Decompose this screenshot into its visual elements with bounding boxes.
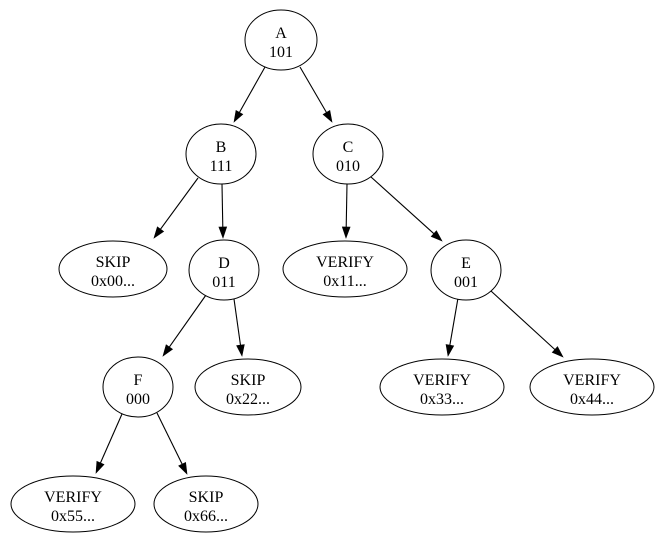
node-label-secondary: 010: [336, 158, 360, 175]
node-verify44[interactable]: VERIFY 0x44...: [529, 358, 655, 416]
node-c[interactable]: C 010: [312, 123, 384, 185]
arrow-head-icon: [236, 344, 245, 357]
node-d[interactable]: D 011: [188, 239, 260, 301]
node-verify55[interactable]: VERIFY 0x55...: [10, 475, 136, 533]
edges-layer: [95, 66, 564, 475]
edge-e-to-verify33: [445, 297, 459, 357]
node-verify33[interactable]: VERIFY 0x33...: [379, 358, 505, 416]
arrow-head-icon: [430, 230, 443, 242]
edge-line: [98, 413, 123, 466]
node-label-secondary: 0x22...: [226, 391, 270, 408]
node-label-primary: C: [343, 139, 354, 156]
arrow-head-icon: [95, 460, 105, 474]
node-skip22[interactable]: SKIP 0x22...: [194, 358, 302, 416]
node-e[interactable]: E 001: [430, 239, 502, 301]
node-label-secondary: 001: [454, 274, 478, 291]
node-a[interactable]: A 101: [244, 9, 318, 71]
node-label-secondary: 101: [269, 44, 293, 61]
arrow-head-icon: [233, 110, 244, 123]
node-verify11[interactable]: VERIFY 0x11...: [282, 240, 408, 298]
edge-b-to-skip00: [153, 177, 199, 239]
node-label-secondary: 0x00...: [91, 273, 135, 290]
edge-line: [299, 66, 329, 115]
node-skip66[interactable]: SKIP 0x66...: [153, 475, 259, 533]
edge-e-to-verify44: [490, 290, 564, 358]
edge-line: [167, 294, 207, 350]
node-label-primary: E: [461, 255, 471, 272]
node-label-primary: VERIFY: [44, 489, 102, 506]
node-shape-ellipse[interactable]: [194, 358, 302, 416]
node-label-primary: VERIFY: [563, 372, 621, 389]
node-label-primary: VERIFY: [413, 372, 471, 389]
node-shape-circle[interactable]: [430, 239, 502, 301]
nodes-layer: A101B111C010SKIP0x00...D011VERIFY0x11...…: [10, 9, 655, 533]
arrow-head-icon: [551, 346, 564, 358]
edge-c-to-verify11: [341, 183, 351, 239]
node-shape-circle[interactable]: [244, 9, 318, 71]
edge-b-to-d: [218, 183, 228, 239]
edge-line: [156, 412, 184, 467]
node-shape-ellipse[interactable]: [529, 358, 655, 416]
node-shape-ellipse[interactable]: [379, 358, 505, 416]
node-shape-circle[interactable]: [102, 356, 174, 418]
node-shape-ellipse[interactable]: [10, 475, 136, 533]
edge-line: [221, 183, 224, 230]
node-skip00[interactable]: SKIP 0x00...: [58, 240, 168, 298]
node-label-secondary: 011: [212, 274, 235, 291]
node-label-secondary: 0x33...: [420, 391, 464, 408]
node-shape-circle[interactable]: [188, 239, 260, 301]
node-label-primary: SKIP: [189, 489, 224, 506]
edge-d-to-skip22: [233, 298, 245, 357]
node-label-primary: A: [275, 25, 287, 42]
node-label-secondary: 0x44...: [570, 391, 614, 408]
arrow-head-icon: [162, 344, 174, 357]
node-label-secondary: 0x11...: [323, 273, 366, 290]
arrow-head-icon: [445, 344, 455, 357]
node-f[interactable]: F 000: [102, 356, 174, 418]
arrow-head-icon: [178, 461, 188, 475]
node-label-primary: D: [218, 255, 230, 272]
arrow-head-icon: [322, 110, 333, 123]
edge-line: [237, 66, 266, 115]
node-shape-ellipse[interactable]: [153, 475, 259, 533]
edge-a-to-b: [233, 66, 266, 123]
node-label-primary: B: [216, 139, 227, 156]
node-label-primary: SKIP: [231, 372, 266, 389]
edge-line: [490, 290, 558, 352]
edge-a-to-c: [299, 66, 333, 123]
node-label-secondary: 0x66...: [184, 508, 228, 525]
node-label-primary: F: [134, 372, 143, 389]
edge-line: [158, 177, 199, 232]
node-label-primary: SKIP: [96, 254, 131, 271]
node-shape-ellipse[interactable]: [282, 240, 408, 298]
edge-line: [448, 297, 459, 348]
edge-f-to-verify55: [95, 413, 123, 474]
node-shape-circle[interactable]: [312, 123, 384, 185]
node-label-secondary: 000: [126, 391, 150, 408]
edge-c-to-e: [370, 176, 443, 242]
node-shape-circle[interactable]: [185, 123, 257, 185]
arrow-head-icon: [341, 226, 351, 239]
edge-line: [345, 183, 348, 230]
edge-line: [233, 298, 242, 348]
node-label-secondary: 111: [210, 158, 233, 175]
edge-d-to-f: [162, 294, 207, 357]
arrow-head-icon: [218, 226, 228, 239]
node-shape-ellipse[interactable]: [58, 240, 168, 298]
edge-line: [370, 176, 437, 236]
arrow-head-icon: [153, 226, 165, 239]
edge-f-to-skip66: [156, 412, 188, 475]
node-b[interactable]: B 111: [185, 123, 257, 185]
node-label-secondary: 0x55...: [51, 508, 95, 525]
node-label-primary: VERIFY: [316, 254, 374, 271]
